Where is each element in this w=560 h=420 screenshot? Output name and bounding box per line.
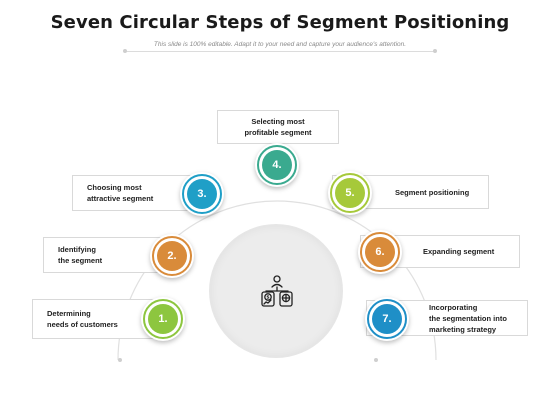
step-3-label: Choosing most attractive segment xyxy=(87,183,154,203)
step-5-label: Segment positioning xyxy=(395,187,470,197)
step-5-number: 5. xyxy=(335,178,365,208)
divider-dot-right xyxy=(433,49,437,53)
step-7-label: Incorporating the segmentation into mark… xyxy=(429,302,507,334)
step-6-number: 6. xyxy=(365,237,395,267)
subtitle-divider xyxy=(125,51,435,52)
step-5-ring xyxy=(330,173,370,213)
svg-text:$: $ xyxy=(266,295,269,301)
step-6-ring xyxy=(360,232,400,272)
step-1-number: 1. xyxy=(148,304,178,334)
step-1-label: Determining needs of customers xyxy=(47,309,118,329)
step-4-ring xyxy=(257,145,297,185)
step-4-label: Selecting most profitable segment xyxy=(244,117,312,137)
step-3-number: 3. xyxy=(187,179,217,209)
step-2-label: Identifying the segment xyxy=(58,245,103,265)
step-6-label: Expanding segment xyxy=(423,247,495,256)
step-5-circle: 5. xyxy=(328,171,372,215)
page-subtitle: This slide is 100% editable. Adapt it to… xyxy=(153,41,407,48)
step-1-ring xyxy=(143,299,183,339)
step-2-ring xyxy=(152,236,192,276)
step-2-circle: 2. xyxy=(150,234,194,278)
divider-dot-left xyxy=(123,49,127,53)
page-title: Seven Circular Steps of Segment Position… xyxy=(50,12,510,33)
step-7-number: 7. xyxy=(372,304,402,334)
step-7-circle: 7. xyxy=(365,297,409,341)
step-3-circle: 3. xyxy=(180,172,224,216)
step-4-label-box: Selecting most profitable segment xyxy=(217,110,339,144)
step-4-circle: 4. xyxy=(255,143,299,187)
step-4-number: 4. xyxy=(262,150,292,180)
segment-people-money-icon: $ xyxy=(261,275,293,307)
step-7-ring xyxy=(367,299,407,339)
step-2-label-box: Identifying the segment xyxy=(43,237,166,273)
step-2-number: 2. xyxy=(157,241,187,271)
step-3-ring xyxy=(182,174,222,214)
step-1-circle: 1. xyxy=(141,297,185,341)
step-6-circle: 6. xyxy=(358,230,402,274)
step-3-label-box: Choosing most attractive segment xyxy=(72,175,198,211)
